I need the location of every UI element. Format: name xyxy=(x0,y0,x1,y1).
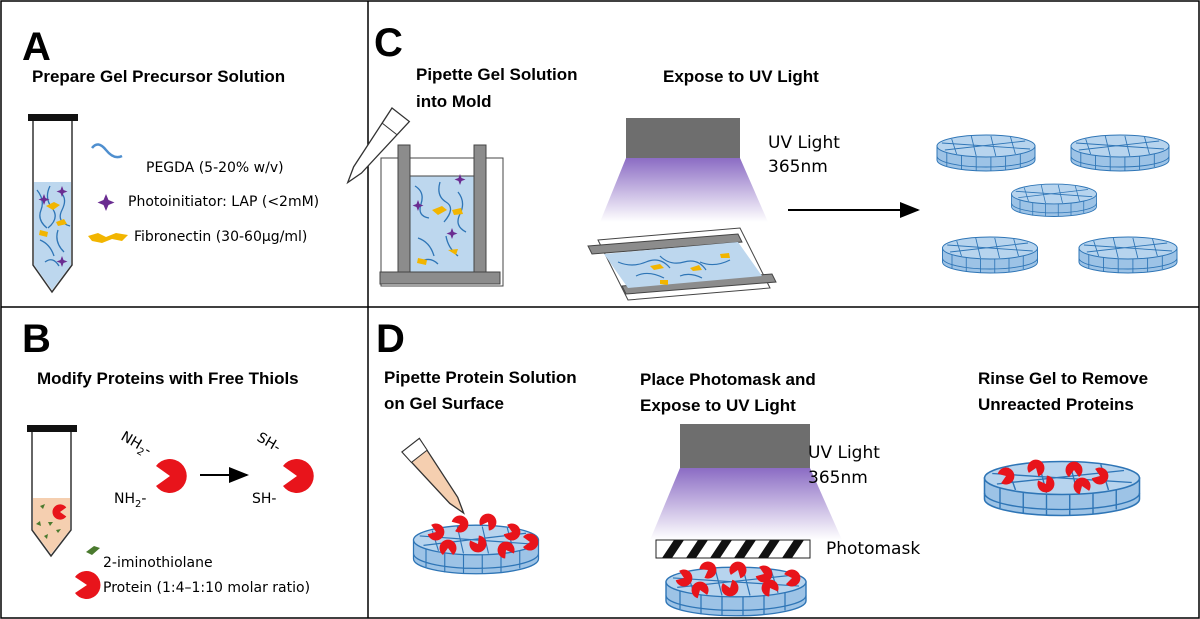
svg-text:NH2-: NH2- xyxy=(117,429,155,462)
protein-label: Protein (1:4–1:10 molar ratio) xyxy=(103,580,310,596)
amine-top-sub: 2 xyxy=(135,446,146,459)
panel-d-step1-line1: Pipette Protein Solution xyxy=(384,368,577,387)
panel-a-letter: A xyxy=(22,25,51,69)
uv-label-c-line1: UV Light xyxy=(768,133,840,153)
panel-c-letter: C xyxy=(374,21,403,65)
uv-lamp-c xyxy=(600,118,768,222)
panel-d-step1-line2: on Gel Surface xyxy=(384,394,504,413)
uv-label-d-line1: UV Light xyxy=(808,443,880,463)
iminothiolane-icon xyxy=(86,546,100,555)
protein-icon xyxy=(75,571,101,599)
photomask xyxy=(655,539,811,559)
panel-d-step3-line2: Unreacted Proteins xyxy=(978,395,1134,414)
uv-lamp-d xyxy=(650,424,842,540)
protein-pipette xyxy=(401,437,465,515)
gel-mold xyxy=(379,144,504,287)
svg-text:NH2-: NH2- xyxy=(114,491,146,510)
gel-with-proteins xyxy=(412,510,540,575)
panel-d-letter: D xyxy=(376,317,405,361)
panel-c: C Pipette Gel Solution into Mold Expose … xyxy=(346,21,1178,301)
panel-c-step1-line1: Pipette Gel Solution xyxy=(416,65,578,84)
amine-bottom-sub: 2 xyxy=(135,499,141,510)
pegda-label: PEGDA (5-20% w/v) xyxy=(146,160,284,176)
panel-c-step2: Expose to UV Light xyxy=(663,67,819,86)
uv-label-d-line2: 365nm xyxy=(808,468,868,488)
amine-protein: NH2- NH2- xyxy=(114,429,187,510)
panel-d: D Pipette Protein Solution on Gel Surfac… xyxy=(376,317,1148,617)
panel-b: B Modify Proteins with Free Thiols NH2- … xyxy=(22,317,314,599)
photoinitiator-label: Photoinitiator: LAP (<2mM) xyxy=(128,194,319,210)
panel-c-step1-line2: into Mold xyxy=(416,92,492,111)
pipette-tip xyxy=(346,107,411,185)
uv-label-c-line2: 365nm xyxy=(768,157,828,177)
panel-b-title: Modify Proteins with Free Thiols xyxy=(37,369,299,388)
gel-precursor-tube xyxy=(28,114,78,294)
photoinitiator-icon xyxy=(97,194,115,211)
amine-bottom-label: NH xyxy=(114,491,135,507)
gel-under-mask xyxy=(665,558,807,617)
thiol-bottom-label: SH- xyxy=(252,491,276,507)
thiol-top-label: SH- xyxy=(254,430,283,456)
pegda-icon xyxy=(91,143,123,159)
fibronectin-icon xyxy=(88,233,128,243)
photomask-label: Photomask xyxy=(826,539,920,559)
rinsed-gel xyxy=(983,457,1141,517)
panel-d-step3-line1: Rinse Gel to Remove xyxy=(978,369,1148,388)
mold-under-uv xyxy=(587,227,777,301)
panel-b-letter: B xyxy=(22,317,51,361)
gel-discs-c xyxy=(936,134,1178,274)
protein-tube xyxy=(27,425,77,558)
thiol-protein: SH- SH- xyxy=(252,430,314,507)
panel-a: A Prepare Gel Precursor Solution PEGDA (… xyxy=(22,25,319,294)
fibronectin-label: Fibronectin (30-60µg/ml) xyxy=(134,229,307,245)
iminothiolane-label: 2-iminothiolane xyxy=(103,555,213,571)
panel-d-step2-line1: Place Photomask and xyxy=(640,370,816,389)
panel-a-title: Prepare Gel Precursor Solution xyxy=(32,67,285,86)
panel-d-step2-line2: Expose to UV Light xyxy=(640,396,796,415)
